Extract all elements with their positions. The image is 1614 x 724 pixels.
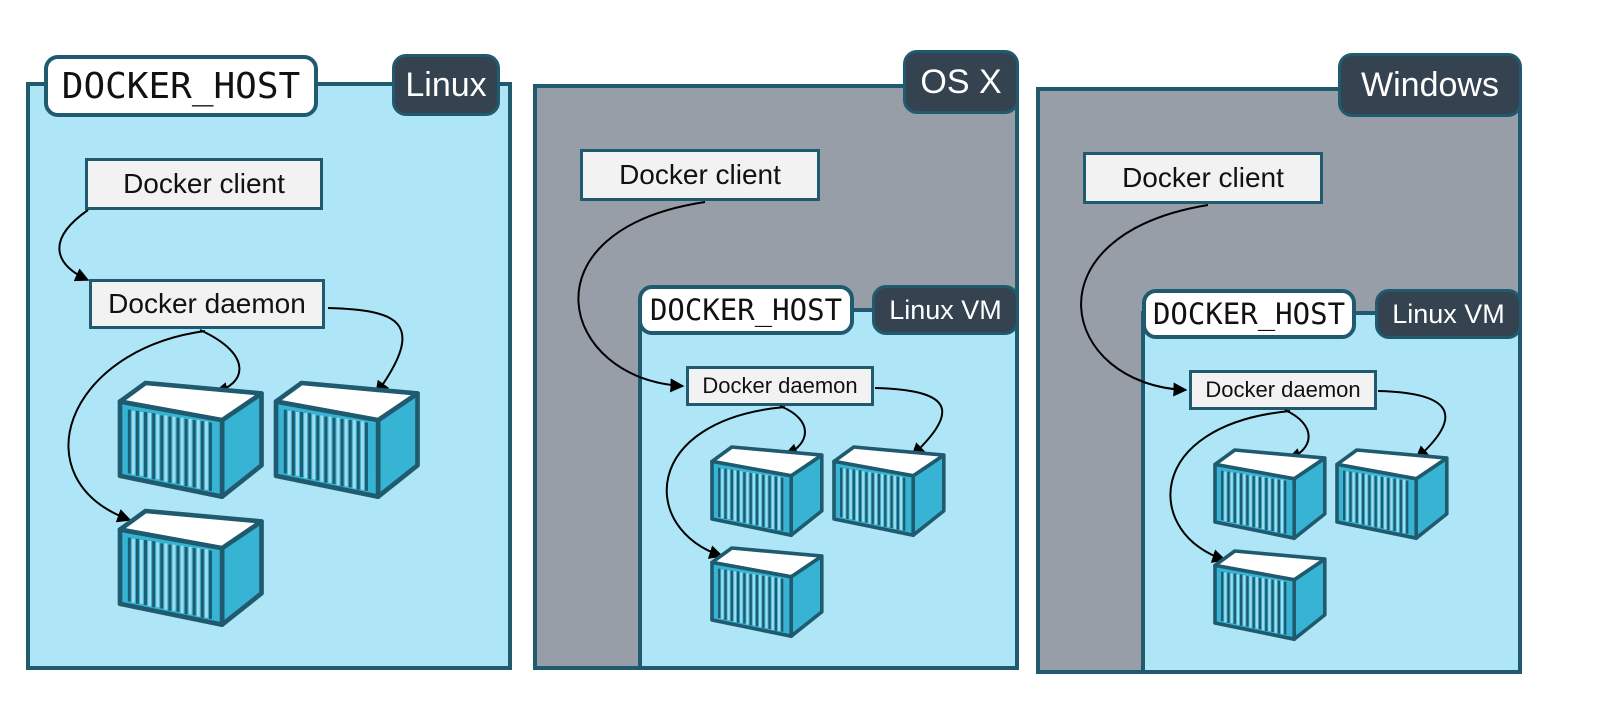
osx-docker-host-label: DOCKER_HOST — [638, 285, 854, 335]
windows-docker-daemon: Docker daemon — [1189, 370, 1377, 410]
windows-os-label: Windows — [1338, 53, 1522, 117]
linux-os-label: Linux — [392, 54, 500, 116]
container-icon — [832, 445, 946, 538]
container-icon — [710, 445, 824, 538]
arrow-client-to-daemon — [58, 209, 90, 282]
windows-linux-vm-label: Linux VM — [1375, 289, 1522, 339]
arrow-daemon-to-container — [199, 329, 241, 396]
osx-os-label: OS X — [903, 50, 1019, 114]
arrow-daemon-to-container — [874, 387, 944, 457]
arrow-client-to-daemon — [577, 201, 706, 393]
container-icon — [276, 383, 418, 497]
arrow-daemon-to-container — [1377, 390, 1447, 460]
windows-docker-host-label: DOCKER_HOST — [1142, 289, 1356, 339]
arrow-daemon-to-container — [1169, 410, 1291, 563]
container-icon — [710, 546, 824, 639]
container-icon — [1213, 549, 1327, 642]
arrow-daemon-to-container — [665, 406, 786, 559]
windows-docker-client: Docker client — [1083, 152, 1323, 204]
container-icon — [1335, 448, 1449, 541]
osx-docker-daemon: Docker daemon — [686, 366, 874, 406]
osx-linux-vm-label: Linux VM — [872, 285, 1019, 335]
linux-docker-daemon: Docker daemon — [89, 279, 325, 329]
container-icon — [120, 511, 262, 625]
arrow-daemon-to-container — [1284, 409, 1310, 462]
arrow-client-to-daemon — [1080, 204, 1209, 397]
arrow-daemon-to-container — [67, 330, 206, 523]
linux-docker-client: Docker client — [85, 158, 323, 210]
osx-docker-client: Docker client — [580, 149, 820, 201]
linux-docker-host-label: DOCKER_HOST — [44, 55, 318, 117]
container-icon — [1213, 448, 1327, 541]
arrow-daemon-to-container — [779, 405, 806, 457]
container-icon — [120, 383, 262, 497]
arrow-daemon-to-container — [327, 307, 404, 396]
